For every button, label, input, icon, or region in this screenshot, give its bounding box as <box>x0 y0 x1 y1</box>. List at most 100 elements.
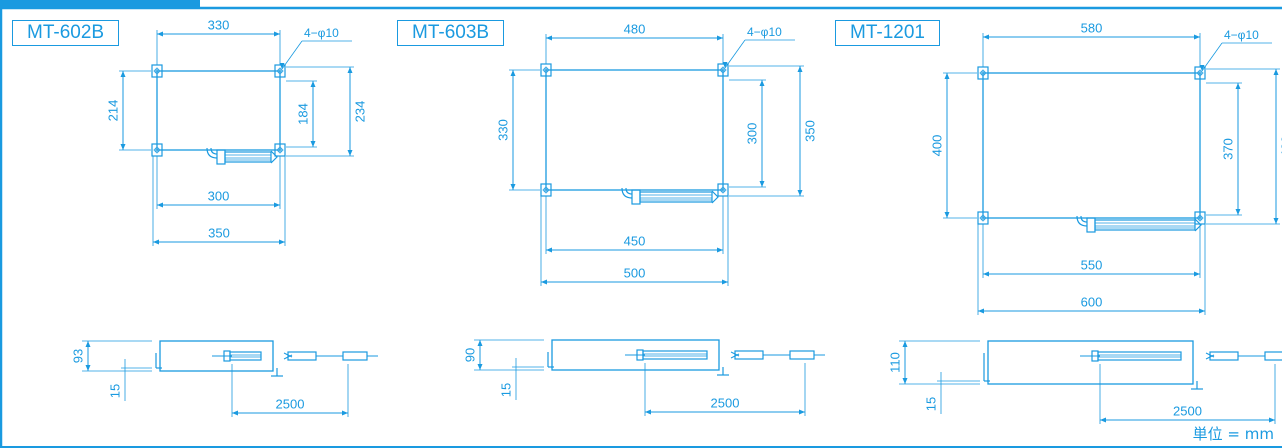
dim-bottom-hole-pitch-label: 550 <box>1081 258 1103 273</box>
model-label-mt-603b: MT-603B <box>397 20 505 46</box>
dimension-arrow <box>717 247 723 253</box>
dimension-arrow <box>120 144 126 150</box>
dim-outer-width-label: 350 <box>208 226 230 241</box>
side-cable <box>642 350 708 360</box>
dim-right-height-label: 234 <box>353 101 368 123</box>
dimension-arrow <box>153 239 159 245</box>
dim-top-hole-pitch-label: 580 <box>1081 21 1103 36</box>
hole-callout: 4−φ10 <box>747 25 782 39</box>
hole-leader <box>281 40 303 70</box>
dim-side-height-label: 90 <box>463 348 478 362</box>
dimension-arrow <box>722 279 728 285</box>
dimension-arrow <box>1273 69 1279 75</box>
dimension-arrow <box>1199 65 1205 71</box>
dimension-arrow <box>1273 218 1279 224</box>
dimension-arrow <box>85 365 91 371</box>
dim-foot-label: 15 <box>499 383 514 397</box>
dim-foot-label: 15 <box>924 397 939 411</box>
cord-end <box>342 351 368 361</box>
dimension-arrow <box>759 80 765 86</box>
dim-left-height-label: 214 <box>106 100 121 122</box>
dimension-arrow <box>983 34 989 40</box>
dimension-arrow <box>944 212 950 218</box>
cord-plug <box>1209 351 1239 361</box>
dim-top-hole-pitch-label: 330 <box>208 18 230 33</box>
dim-right-height-label: 350 <box>803 120 818 142</box>
dimension-arrow <box>902 341 908 347</box>
dimension-arrow <box>1235 83 1241 89</box>
dim-outer-width-label: 500 <box>624 266 646 281</box>
plan-view-0: 330 300 350 214 184 234 4−φ10 <box>106 18 368 246</box>
dimension-arrow <box>279 63 285 69</box>
dim-cable-length-label: 2500 <box>1173 404 1202 419</box>
cord-end <box>1264 351 1282 361</box>
model-label-mt-1201: MT-1201 <box>835 20 940 46</box>
plan-cable <box>1076 215 1202 233</box>
hole-leader <box>1201 42 1223 72</box>
hole-callout: 4−φ10 <box>304 26 339 40</box>
dim-left-height-label: 330 <box>496 119 511 141</box>
dimension-arrow <box>310 141 316 147</box>
dim-bottom-hole-pitch-label: 300 <box>208 189 230 204</box>
dimension-arrow <box>157 31 163 37</box>
dimension-arrow <box>1194 34 1200 40</box>
dimension-arrow <box>85 341 91 347</box>
dim-side-height-label: 93 <box>71 349 86 363</box>
dim-top-hole-pitch-label: 480 <box>624 22 646 37</box>
dimension-arrow <box>342 410 348 416</box>
dimension-arrow <box>722 62 728 68</box>
cord-end <box>789 350 815 360</box>
dimension-arrow <box>310 81 316 87</box>
plan-body <box>982 72 1201 219</box>
side-cable <box>1097 351 1182 361</box>
cord-plug <box>734 350 764 360</box>
plan-cable <box>621 187 719 205</box>
dim-foot-label: 15 <box>108 384 123 398</box>
dimension-arrow <box>1194 271 1200 277</box>
dimension-arrow <box>799 409 805 415</box>
dim-inner-height-label: 184 <box>296 103 311 125</box>
side-cable <box>229 351 262 361</box>
dimension-arrow <box>759 181 765 187</box>
dimension-arrow <box>477 364 483 370</box>
side-view-0: 93 15 2500 <box>71 340 378 417</box>
dimension-arrow <box>120 71 126 77</box>
dimension-arrow <box>983 271 989 277</box>
dimension-arrow <box>477 340 483 346</box>
side-body <box>159 340 274 372</box>
dimension-arrow <box>1199 308 1205 314</box>
dim-side-height-label: 110 <box>888 352 903 373</box>
header-band <box>0 0 200 8</box>
dimension-arrow <box>232 410 238 416</box>
dimension-arrow <box>1100 417 1106 423</box>
dimension-arrow <box>546 247 552 253</box>
dimension-arrow <box>1235 209 1241 215</box>
dimension-arrow <box>274 31 280 37</box>
dimension-arrow <box>797 190 803 196</box>
dimension-arrow <box>797 66 803 72</box>
dimension-arrow <box>717 35 723 41</box>
dim-left-height-label: 400 <box>930 135 945 157</box>
dimension-arrow <box>347 67 353 73</box>
plan-body <box>545 69 724 191</box>
dim-inner-height-label: 370 <box>1221 138 1236 160</box>
plan-cable <box>206 147 278 165</box>
unit-note: 単位 = mm <box>1192 425 1274 443</box>
dim-cable-length-label: 2500 <box>276 397 305 412</box>
dimension-arrow <box>157 202 163 208</box>
dimension-arrow <box>978 308 984 314</box>
dimension-arrow <box>546 35 552 41</box>
dimension-arrow <box>645 409 651 415</box>
model-label-mt-602b: MT-602B <box>12 20 120 46</box>
dim-inner-height-label: 300 <box>745 123 760 145</box>
cord-plug <box>287 351 317 361</box>
dimension-arrow <box>944 73 950 79</box>
plan-body <box>156 70 281 151</box>
dimension-arrow <box>510 70 516 76</box>
hole-callout: 4−φ10 <box>1224 28 1259 42</box>
